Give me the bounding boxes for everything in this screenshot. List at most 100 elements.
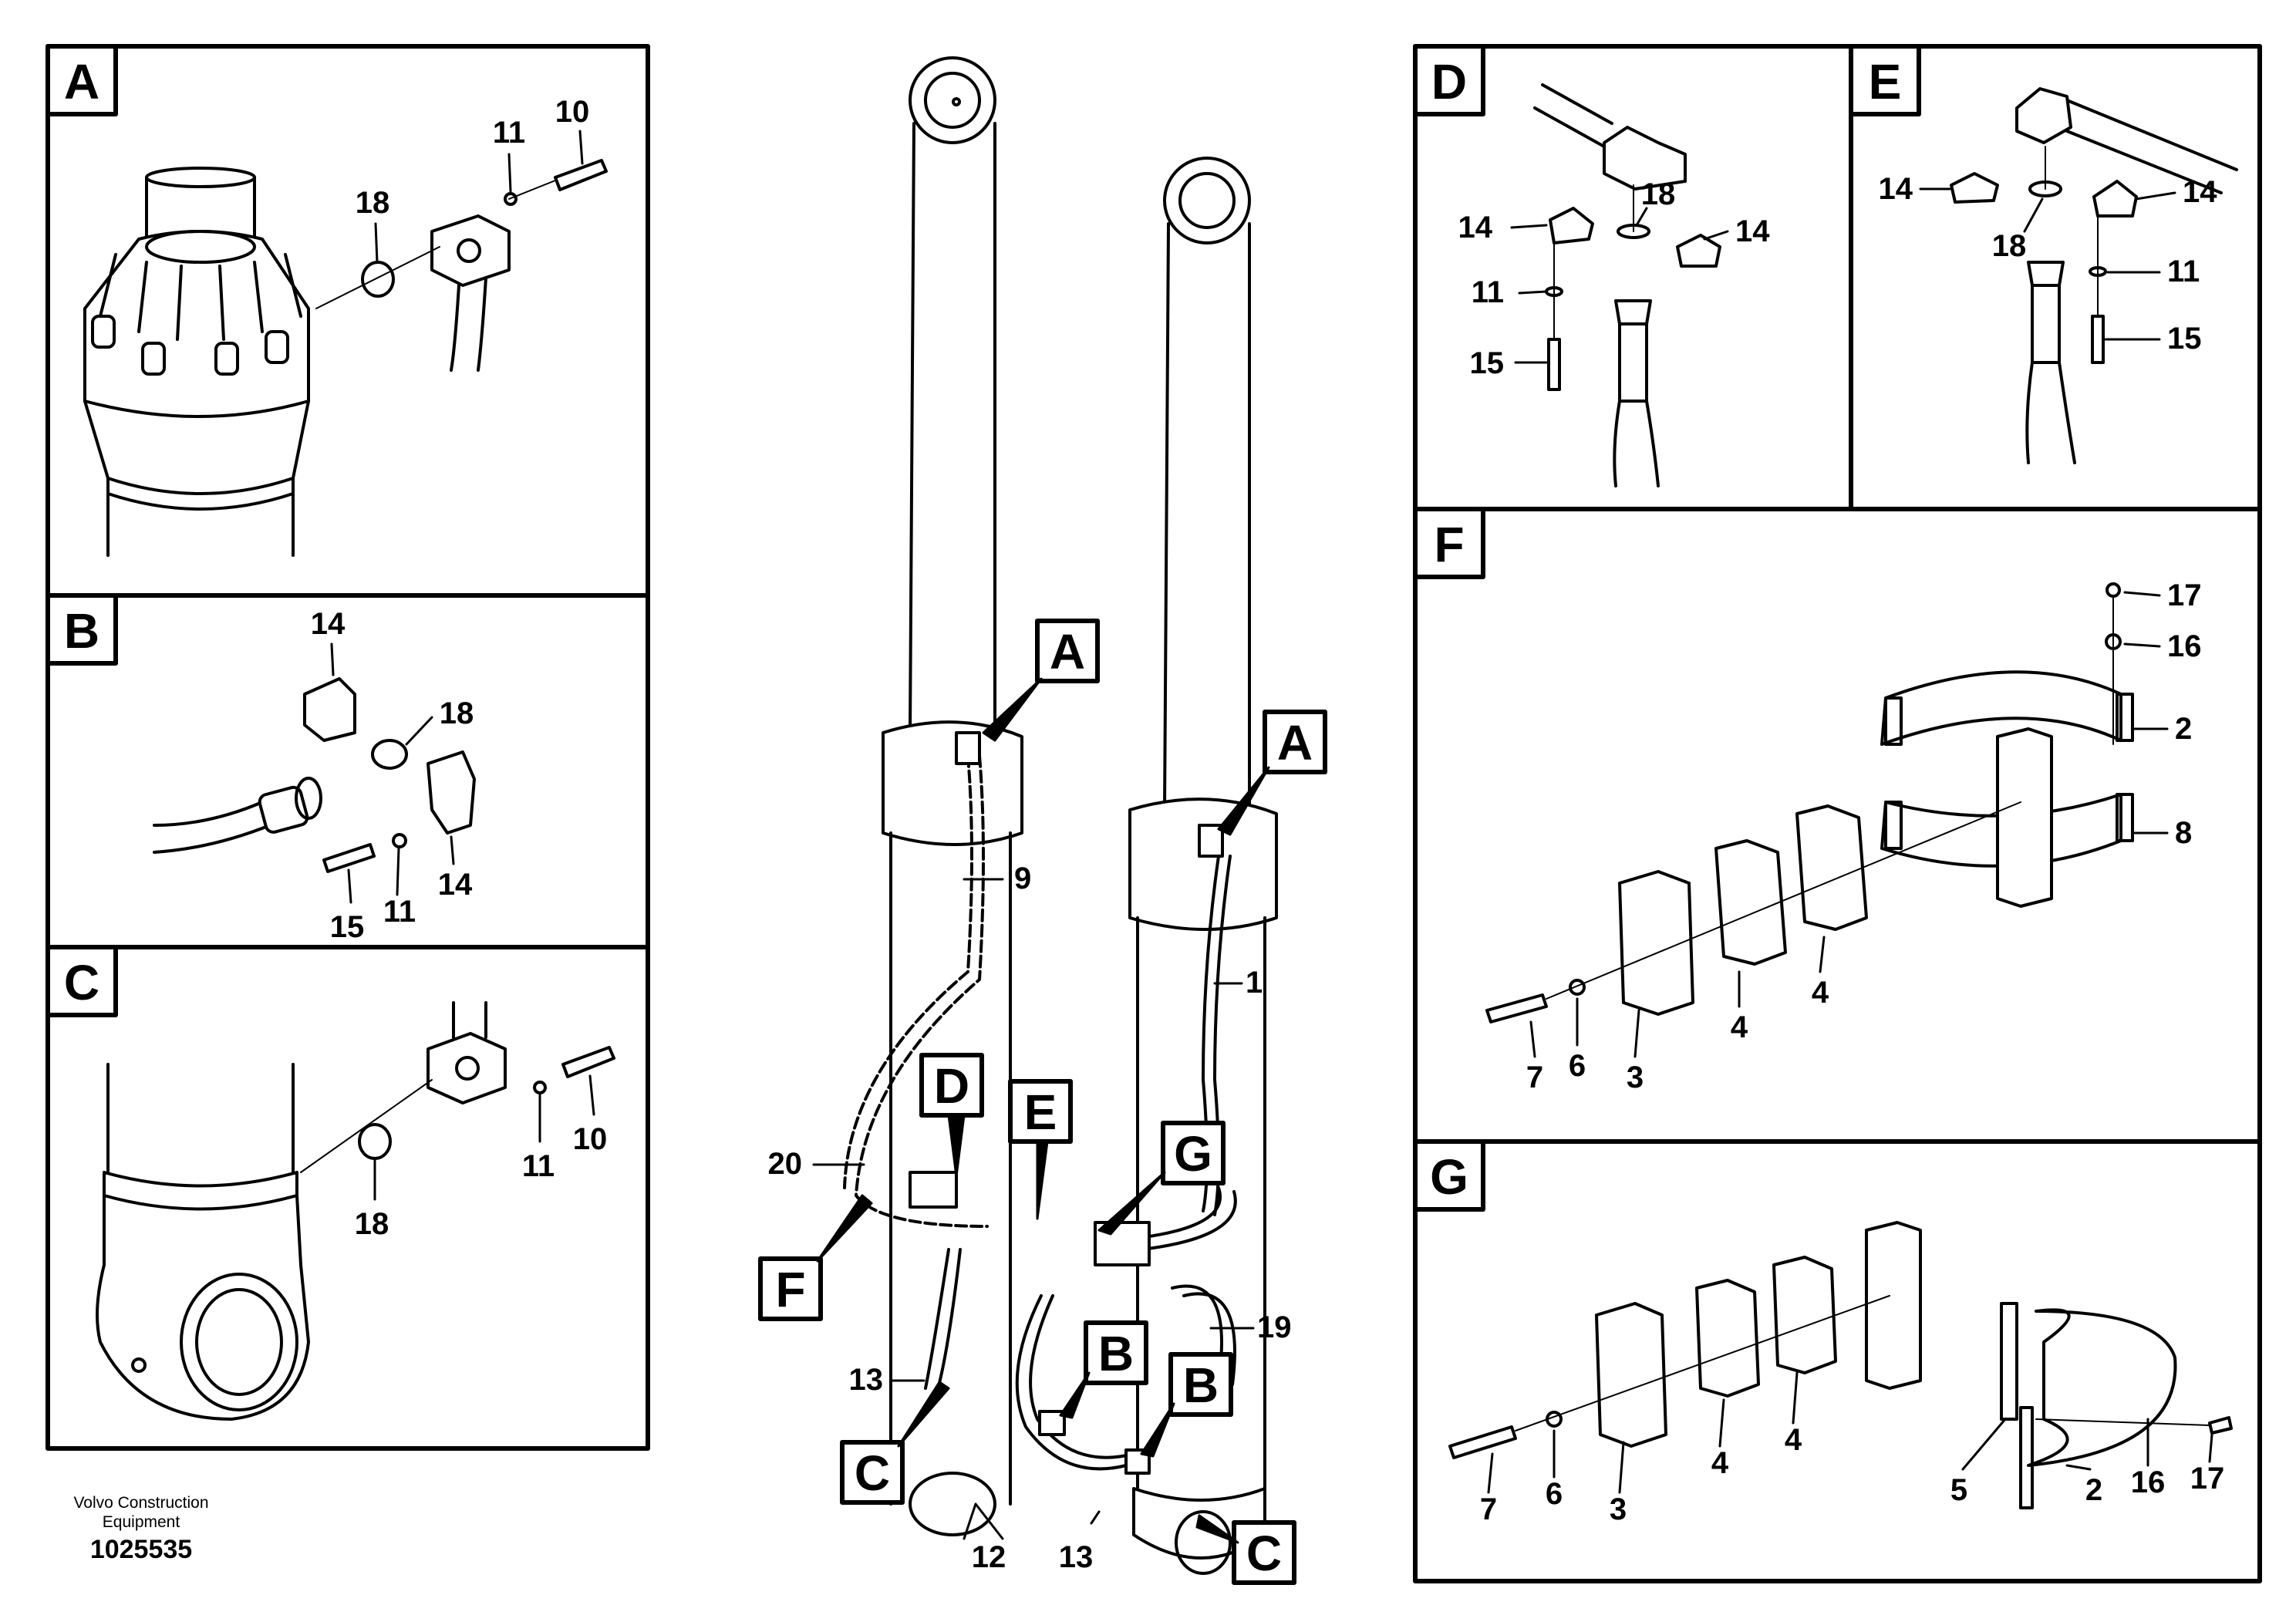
panel-a-letter: A [64,54,99,110]
tag-f-letter: F [775,1262,805,1317]
bolt [561,1046,615,1078]
cylinder-base-drawing [96,1063,310,1421]
hose-clamp [909,1171,958,1209]
panel-d-letter: D [1431,54,1467,110]
callout-6: 6 [1546,1477,1563,1511]
tag-g-letter: G [1174,1126,1212,1182]
clamp-cover [1595,1302,1667,1448]
callout-11: 11 [493,116,525,150]
washer [1569,979,1586,996]
split-flange-half [1676,234,1721,268]
tag-a-upper-letter: A [1050,624,1085,679]
tube [2065,99,2238,194]
callout-14: 14 [1458,211,1493,244]
tag-c-left-letter: C [855,1445,890,1501]
split-flange-half [1950,172,1999,204]
callout-4: 4 [1731,1010,1748,1044]
callout-11: 11 [1472,275,1504,309]
callout-10: 10 [555,95,590,129]
clamp-half [1714,839,1787,966]
detail-panel-a: A 10 11 1 [46,44,650,598]
o-ring [371,739,408,770]
washer [533,1081,547,1094]
detail-panel-c: C 10 11 18 [46,945,650,1451]
tag-g [1161,1121,1226,1185]
bolt [1485,993,1548,1023]
tag-c-left [840,1440,905,1505]
flange-block [1603,126,1687,191]
callout-15: 15 [330,910,365,944]
split-flange-half [426,750,476,835]
washer [392,833,407,848]
tag-b-right [1168,1352,1233,1417]
callout-5: 5 [1950,1473,1967,1507]
detail-panel-b: B 14 18 15 11 14 [46,593,650,949]
footer: Volvo Construction Equipment 1025535 [73,1494,208,1564]
callout-14: 14 [2183,175,2217,209]
callout-12: 12 [972,1540,1006,1574]
rubber-block [1996,727,2053,908]
callout-4: 4 [1711,1446,1729,1480]
callout-4: 4 [1785,1423,1802,1457]
clamp-half [1795,804,1868,931]
bolt [508,159,608,200]
flange-fitting [426,1001,507,1104]
bolt [2208,1416,2233,1435]
tag-d-letter: D [934,1058,969,1114]
tube [1533,83,1613,148]
split-flange-half [1549,207,1594,244]
callout-14: 14 [438,868,473,902]
callout-18: 18 [355,1207,389,1241]
clamp-half [1772,1256,1837,1374]
split-flange-half [303,677,356,742]
fitting [955,731,981,765]
panel-f-letter: F [1434,517,1464,572]
clamp-cover [1618,870,1694,1016]
callout-18: 18 [1992,229,2027,263]
flange-block [2015,87,2072,144]
bolt [1448,1425,1517,1459]
callout-11: 11 [2167,255,2200,288]
tag-e-letter: E [1024,1084,1057,1140]
hose-end [2025,261,2076,464]
callout-20: 20 [768,1147,803,1181]
tag-a-upper [1035,619,1100,683]
callout-2: 2 [2175,712,2192,746]
callout-10: 10 [573,1122,608,1156]
callout-17: 17 [2190,1462,2225,1496]
callout-9: 9 [1014,862,1031,895]
hose-end-drawing [153,777,322,854]
drawing-number: 1025535 [90,1535,192,1564]
o-ring [358,1123,392,1160]
panel-c-letter: C [64,955,99,1010]
callout-7: 7 [1480,1492,1497,1526]
tag-a-lower-letter: A [1277,715,1313,771]
panel-g-letter: G [1430,1149,1468,1205]
callout-11: 11 [383,895,416,929]
detail-panel-g: G 7 6 3 4 4 5 2 16 17 [1413,1139,2262,1583]
tag-b-left [1084,1320,1148,1385]
cylinder-head-drawing [83,167,310,557]
callout-14: 14 [1735,214,1770,248]
detail-panel-e: E 14 14 18 11 15 [1849,44,2262,511]
callout-18: 18 [440,696,474,730]
callout-4: 4 [1812,976,1829,1010]
bolt [2091,315,2105,364]
fitting [1198,824,1224,858]
callout-16: 16 [2167,629,2202,663]
callout-2: 2 [2085,1473,2102,1507]
clamp-half [1695,1279,1760,1398]
tag-d [919,1053,984,1118]
callout-11: 11 [522,1149,555,1183]
tag-c-right [1232,1520,1296,1585]
footer-company: Volvo Construction [73,1494,208,1512]
main-assembly: A A D E G F B B C C 9 [758,56,1327,1585]
hose-end [1613,299,1660,487]
callout-13: 13 [849,1363,884,1397]
tag-f [758,1256,823,1321]
callout-16: 16 [2131,1465,2166,1499]
tag-b-left-letter: B [1098,1326,1134,1381]
callout-3: 3 [1627,1061,1644,1094]
rubber-block [1865,1221,1922,1390]
